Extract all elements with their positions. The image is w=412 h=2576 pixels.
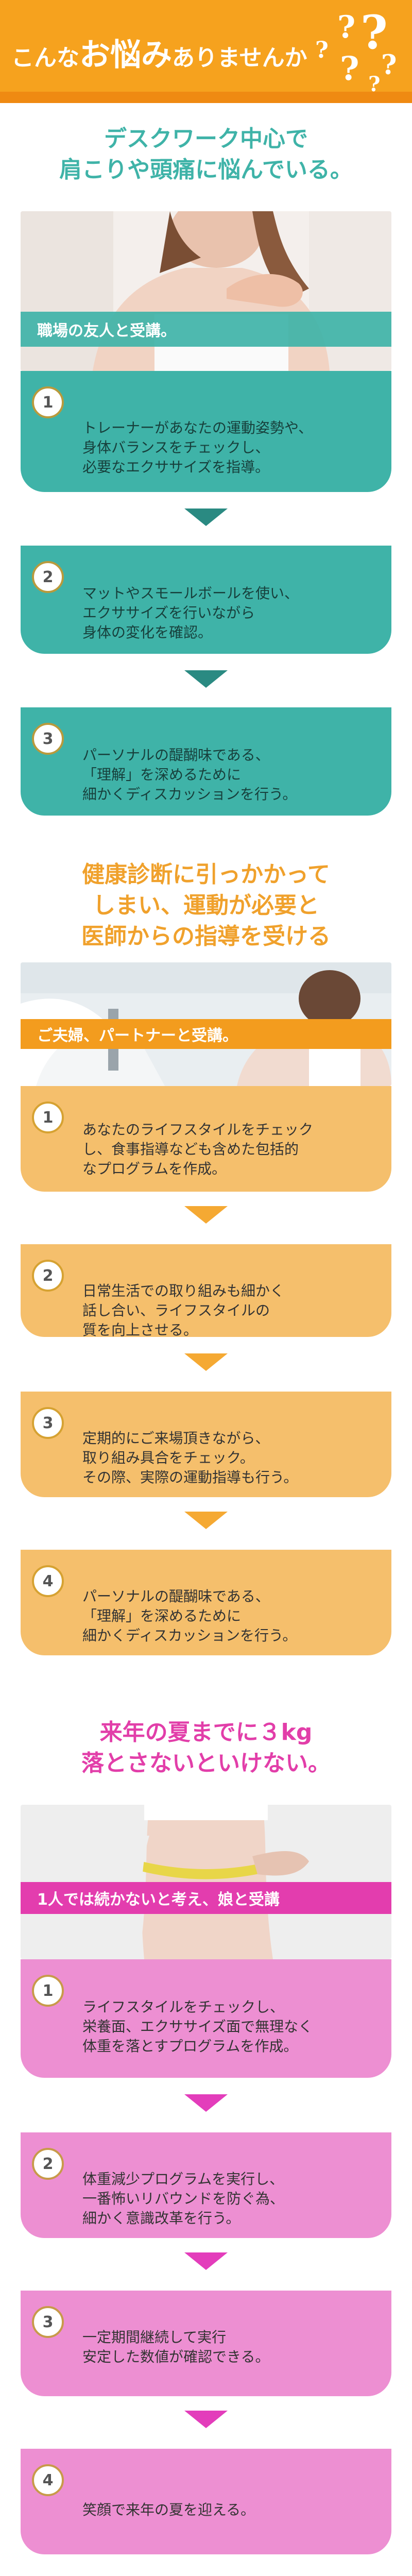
photo-doctor-consult: ご夫婦、パートナーと受講。 <box>21 962 391 1086</box>
step-text: パーソナルの醍醐味である、 「理解」を深めるために 細かくディスカッションを行う… <box>82 1588 297 1644</box>
step-number-badge: 4 <box>32 2464 64 2496</box>
step-text: あなたのライフスタイルをチェック し、食事指導なども含めた包括的 なプログラムを… <box>82 1121 314 1177</box>
photo-label: 職場の友人と受講。 <box>21 312 391 347</box>
down-arrow-icon <box>184 1353 228 1371</box>
step-number-badge: 1 <box>32 1101 64 1133</box>
section-weight-loss: 来年の夏までに３kg 落とさないといけない。 1人では続かないと考え、娘と受講 … <box>0 1655 412 2575</box>
page-header: こんなお悩みありませんか ? ? ? ? ? ? <box>0 0 412 103</box>
step-number-badge: 3 <box>32 2306 64 2338</box>
section-headline: 健康診断に引っかかって しまい、運動が必要と 医師からの指導を受ける <box>0 859 412 952</box>
down-arrow-icon <box>184 2094 228 2112</box>
step-number-badge: 2 <box>32 2148 64 2180</box>
step-text: 体重減少プログラムを実行し、 一番怖いリバウンドを防ぐ為、 細かく意識改革を行う… <box>82 2171 285 2227</box>
headline-line: 落とさないといけない。 <box>81 1750 331 1776</box>
step-card: 4 パーソナルの醍醐味である、 「理解」を深めるために 細かくディスカッションを… <box>21 1550 391 1655</box>
photo-illustration <box>21 211 391 371</box>
question-mark-icon: ? <box>360 5 388 60</box>
step-number-badge: 3 <box>32 1407 64 1439</box>
headline-line: 来年の夏までに３kg <box>99 1719 313 1745</box>
step-card: 2 日常生活での取り組みも細かく 話し合い、ライフスタイルの 質を向上させる。 <box>21 1244 391 1338</box>
step-text: パーソナルの醍醐味である、 「理解」を深めるために 細かくディスカッションを行う… <box>82 747 297 803</box>
step-card: 2 体重減少プログラムを実行し、 一番怖いリバウンドを防ぐ為、 細かく意識改革を… <box>21 2132 391 2238</box>
question-mark-icon: ? <box>340 49 359 88</box>
section-headline: 来年の夏までに３kg 落とさないといけない。 <box>0 1717 412 1779</box>
title-emphasis: お悩み <box>79 37 172 73</box>
page-title: こんなお悩みありませんか <box>11 30 307 75</box>
section-health-check: 健康診断に引っかかって しまい、運動が必要と 医師からの指導を受ける ご夫婦、パ… <box>0 816 412 1655</box>
headline-line: デスクワーク中心で <box>104 126 308 152</box>
step-number-badge: 1 <box>32 1975 64 2007</box>
section-headline: デスクワーク中心で 肩こりや頭痛に悩んでいる。 <box>0 124 412 185</box>
question-mark-icon: ? <box>315 37 329 63</box>
section-desk-work: デスクワーク中心で 肩こりや頭痛に悩んでいる。 職場の友人と受講。 1 トレーナ… <box>0 103 412 816</box>
headline-line: しまい、運動が必要と <box>93 892 319 919</box>
step-card: 1 ライフスタイルをチェックし、 栄養面、エクササイズ面で無理なく 体重を落とす… <box>21 1959 391 2078</box>
step-number-badge: 3 <box>32 723 64 755</box>
title-prefix: こんな <box>11 45 79 71</box>
down-arrow-icon <box>184 509 228 526</box>
step-card: 3 一定期間継続して実行 安定した数値が確認できる。 <box>21 2291 391 2396</box>
question-mark-icon: ? <box>337 9 356 45</box>
step-text: ライフスタイルをチェックし、 栄養面、エクササイズ面で無理なく 体重を落とすプロ… <box>82 1998 313 2055</box>
title-suffix: ありませんか <box>172 45 307 71</box>
step-text: 一定期間継続して実行 安定した数値が確認できる。 <box>82 2329 270 2365</box>
step-card: 2 マットやスモールボールを使い、 エクササイズを行いながら 身体の変化を確認。 <box>21 546 391 654</box>
headline-line: 健康診断に引っかかって <box>82 861 330 888</box>
step-card: 3 パーソナルの醍醐味である、 「理解」を深めるために 細かくディスカッションを… <box>21 707 391 816</box>
headline-line: 肩こりや頭痛に悩んでいる。 <box>59 157 353 183</box>
down-arrow-icon <box>184 2411 228 2428</box>
down-arrow-icon <box>184 1512 228 1529</box>
step-card: 1 トレーナーがあなたの運動姿勢や、 身体バランスをチェックし、 必要なエクササ… <box>21 371 391 492</box>
photo-waist-measure: 1人では続かないと考え、娘と受講 <box>21 1805 391 1959</box>
step-number-badge: 1 <box>32 386 64 418</box>
step-text: 笑顔で来年の夏を迎える。 <box>82 2501 255 2518</box>
step-card: 1 あなたのライフスタイルをチェック し、食事指導なども含めた包括的 なプログラ… <box>21 1086 391 1192</box>
header-stripe <box>0 92 412 103</box>
photo-woman-shoulder: 職場の友人と受講。 <box>21 211 391 371</box>
step-text: 定期的にご来場頂きながら、 取り組み具合をチェック。 その際、実際の運動指導も行… <box>82 1430 298 1486</box>
step-number-badge: 2 <box>32 1260 64 1292</box>
down-arrow-icon <box>184 1206 228 1224</box>
step-text: トレーナーがあなたの運動姿勢や、 身体バランスをチェックし、 必要なエクササイズ… <box>82 419 313 476</box>
down-arrow-icon <box>184 670 228 688</box>
step-number-badge: 2 <box>32 561 64 593</box>
step-card: 4 笑顔で来年の夏を迎える。 <box>21 2449 391 2554</box>
step-text: マットやスモールボールを使い、 エクササイズを行いながら 身体の変化を確認。 <box>82 585 299 641</box>
photo-label: 1人では続かないと考え、娘と受講 <box>21 1882 391 1914</box>
question-mark-icon: ? <box>381 49 397 81</box>
step-text: 日常生活での取り組みも細かく 話し合い、ライフスタイルの 質を向上させる。 <box>82 1282 285 1338</box>
step-card: 3 定期的にご来場頂きながら、 取り組み具合をチェック。 その際、実際の運動指導… <box>21 1392 391 1497</box>
headline-line: 医師からの指導を受ける <box>81 923 331 950</box>
question-mark-icon: ? <box>368 72 381 96</box>
photo-label: ご夫婦、パートナーと受講。 <box>21 1019 391 1049</box>
step-number-badge: 4 <box>32 1565 64 1597</box>
down-arrow-icon <box>184 2252 228 2270</box>
